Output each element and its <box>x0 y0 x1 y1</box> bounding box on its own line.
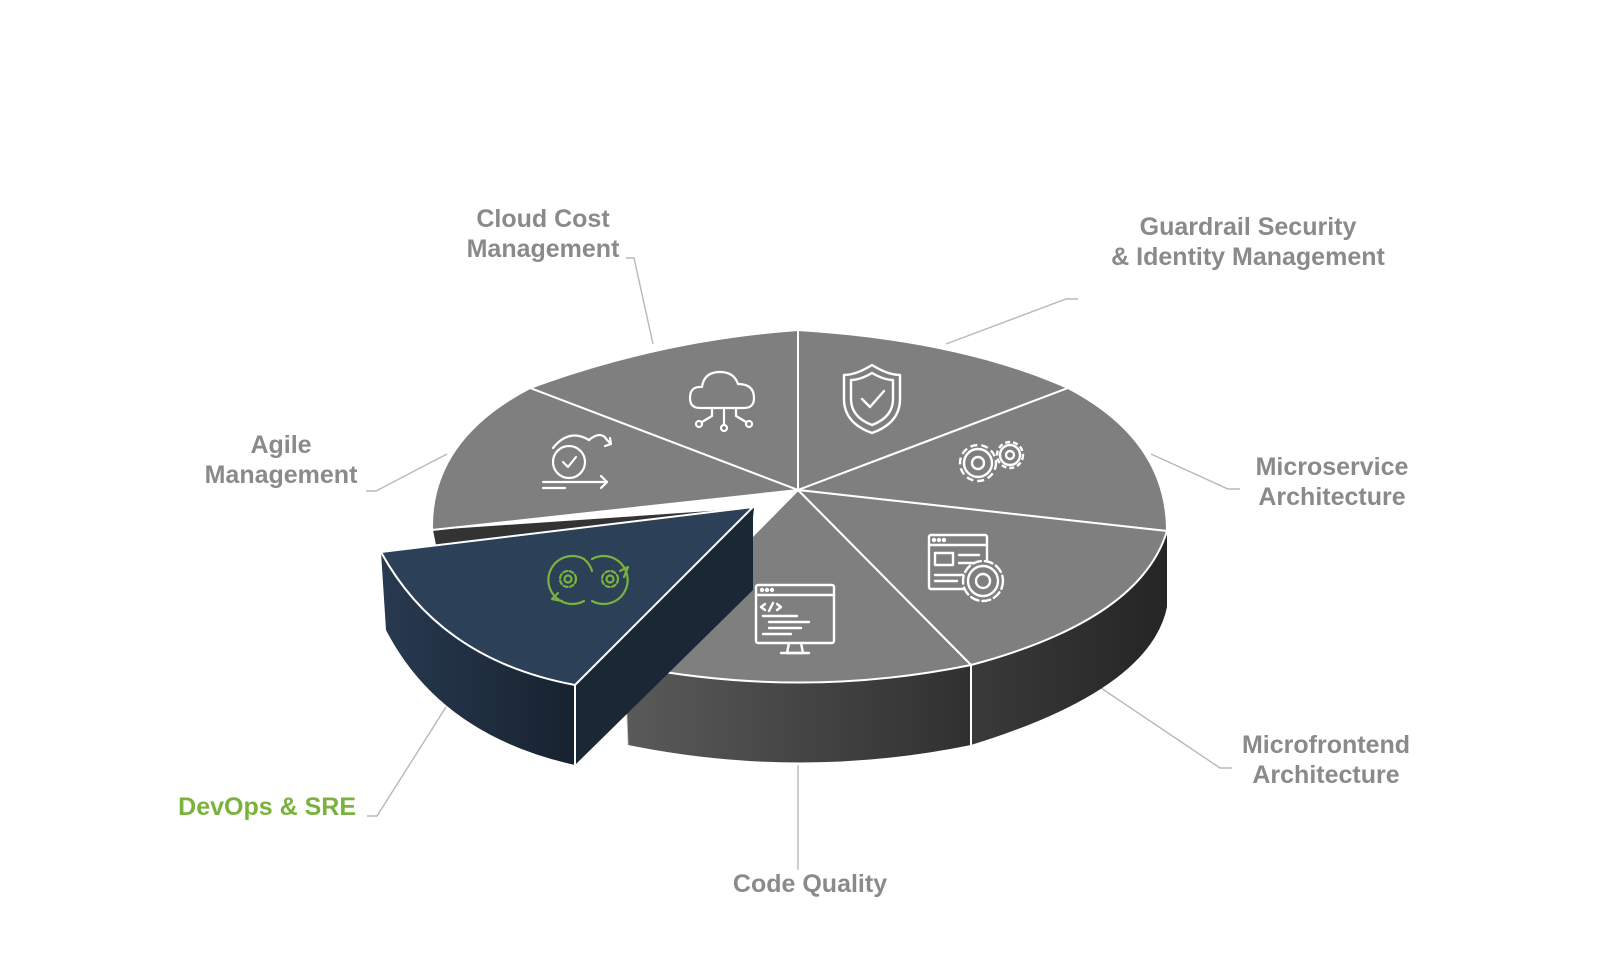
cloud-network-icon <box>688 370 756 433</box>
label-line: Code Quality <box>732 870 888 898</box>
label-line: Microfrontend <box>1241 731 1411 759</box>
label-microfrontend-architecture: Microfrontend Architecture <box>1236 730 1416 790</box>
label-devops-sre: DevOps & SRE <box>140 792 356 822</box>
label-line: Microservice <box>1255 453 1409 481</box>
leader-line-security <box>945 298 1078 345</box>
code-monitor-icon <box>754 583 836 655</box>
label-line: Guardrail Security <box>1139 213 1357 241</box>
label-line: Agile <box>250 431 312 459</box>
browser-gear-icon <box>927 533 1005 603</box>
leader-line-devops <box>367 706 447 817</box>
slice-cloud-top <box>527 328 799 492</box>
label-code-quality: Code Quality <box>700 869 920 899</box>
leader-line-cloud <box>626 257 654 345</box>
label-line: DevOps & SRE <box>178 793 356 821</box>
leader-line-agile <box>366 453 448 492</box>
label-agile-management: Agile Management <box>196 430 366 490</box>
label-line: Architecture <box>1252 761 1400 789</box>
label-line: & Identity Management <box>1111 243 1385 271</box>
devops-slice-outer-wall <box>381 552 575 765</box>
agile-cycle-icon <box>541 433 613 490</box>
label-line: Cloud Cost <box>476 205 610 233</box>
devops-slice-inner-wall <box>575 507 753 765</box>
label-line: Management <box>204 461 358 489</box>
label-line: Architecture <box>1258 483 1406 511</box>
label-cloud-cost-management: Cloud Cost Management <box>458 204 628 264</box>
label-microservice-architecture: Microservice Architecture <box>1242 452 1422 512</box>
leader-line-microservice <box>1150 453 1240 490</box>
devops-slice <box>379 505 756 765</box>
devops-slice-top <box>379 505 756 687</box>
label-line: Management <box>466 235 620 263</box>
label-guardrail-security: Guardrail Security & Identity Management <box>1088 212 1408 272</box>
leader-line-microfrontend <box>1097 685 1232 769</box>
slice-agile-top <box>430 386 799 532</box>
shield-check-icon <box>842 363 902 435</box>
leader-lines <box>366 257 1240 870</box>
devops-cycle-icon <box>547 554 630 606</box>
gears-icon <box>958 440 1025 483</box>
pie-side-front <box>625 665 971 763</box>
